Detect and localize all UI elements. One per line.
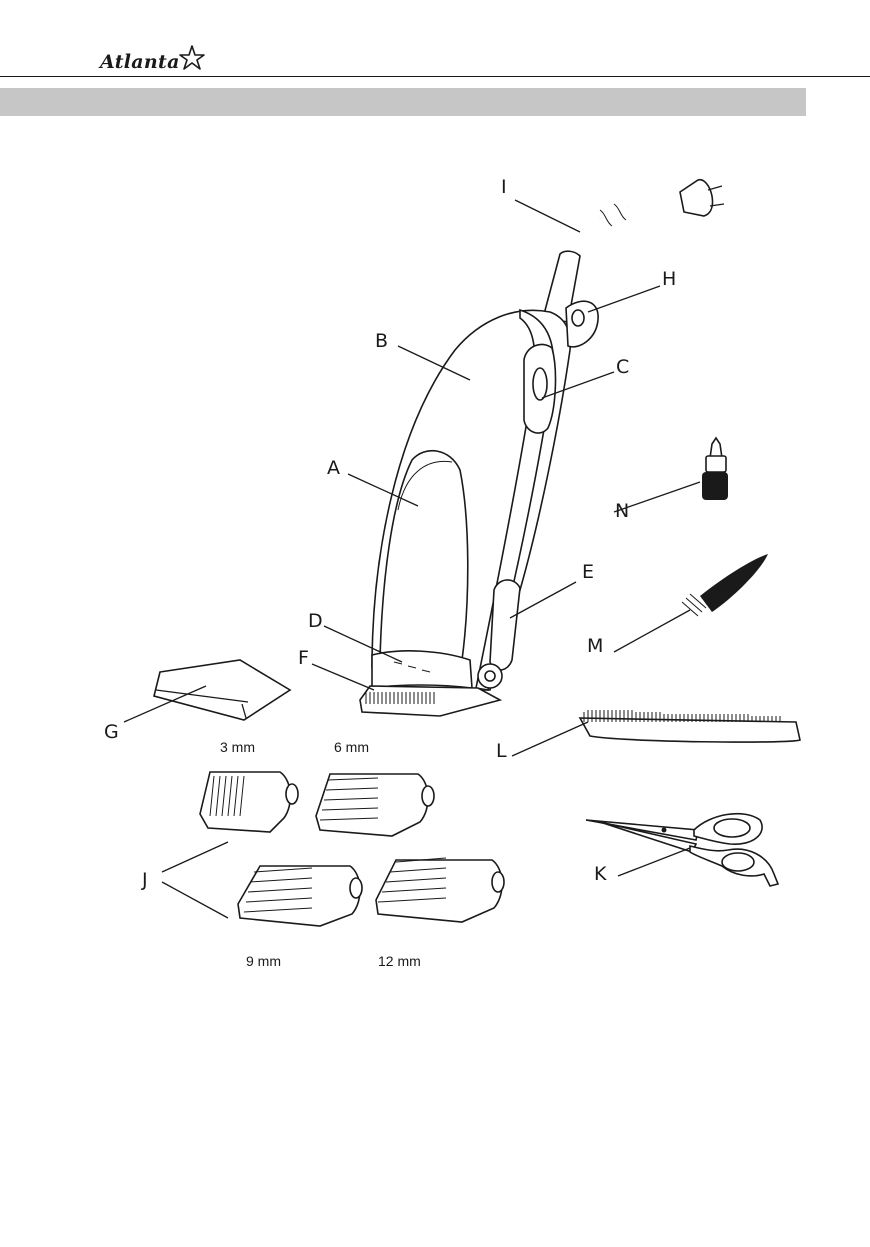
callout-n: N <box>615 500 629 522</box>
callout-a: A <box>327 457 340 479</box>
callout-c: C <box>616 356 629 378</box>
callout-f: F <box>298 647 309 669</box>
size-label-12mm: 12 mm <box>378 953 421 969</box>
callout-d: D <box>308 610 323 632</box>
callout-i: I <box>501 176 507 198</box>
comb <box>580 710 800 742</box>
callout-b: B <box>375 330 388 352</box>
callout-h: H <box>662 268 676 290</box>
attachment-9mm <box>238 866 362 926</box>
size-label-9mm: 9 mm <box>246 953 281 969</box>
attachment-3mm <box>200 772 298 832</box>
callout-g: G <box>104 721 119 743</box>
size-label-3mm: 3 mm <box>220 739 255 755</box>
size-label-6mm: 6 mm <box>334 739 369 755</box>
scissors <box>586 814 778 886</box>
cleaning-brush <box>682 554 768 616</box>
attachment-12mm <box>376 858 504 922</box>
callout-l: L <box>496 740 507 762</box>
clipper-body <box>360 301 598 716</box>
blade-guard <box>154 660 290 720</box>
attachment-6mm <box>316 774 434 836</box>
callout-m: M <box>587 635 603 657</box>
callout-e: E <box>582 561 594 583</box>
callout-k: K <box>594 863 607 885</box>
power-plug <box>680 180 724 216</box>
oil-bottle <box>702 438 728 500</box>
callout-j: J <box>141 869 148 891</box>
